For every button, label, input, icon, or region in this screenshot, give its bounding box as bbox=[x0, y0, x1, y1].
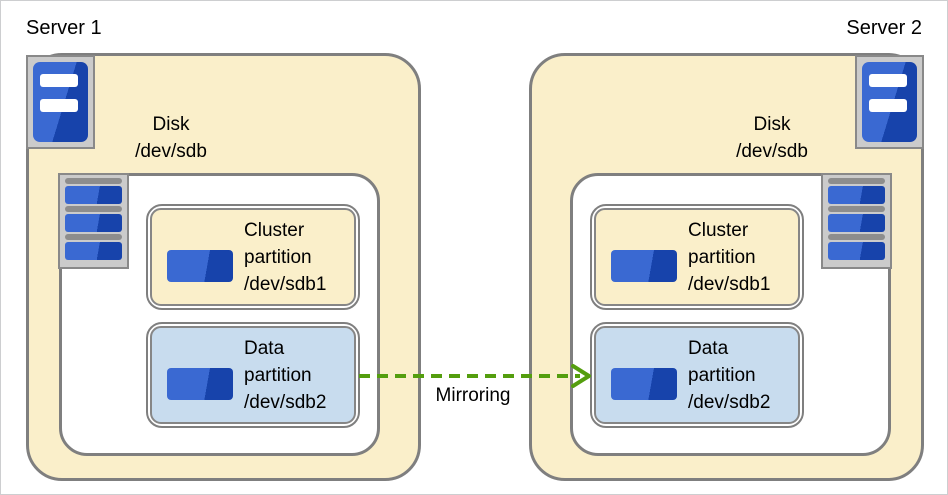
server2-label: Server 2 bbox=[846, 17, 922, 39]
disk-label-line2: /dev/sdb bbox=[736, 141, 808, 162]
cluster-partition-label: Cluster partition /dev/sdb1 bbox=[244, 219, 327, 295]
server2-data-partition-inner: Data partition /dev/sdb2 bbox=[594, 326, 800, 424]
server1-disk-label: Disk /dev/sdb bbox=[107, 111, 235, 165]
data-partition-label: Data partition /dev/sdb2 bbox=[688, 337, 771, 413]
mirroring-label: Mirroring bbox=[435, 385, 511, 406]
server1-label: Server 1 bbox=[26, 17, 102, 39]
cluster-partition-label: Cluster partition /dev/sdb1 bbox=[688, 219, 771, 295]
server2-cluster-partition-box: Cluster partition /dev/sdb1 bbox=[590, 204, 804, 310]
server2-cluster-partition-inner: Cluster partition /dev/sdb1 bbox=[594, 208, 800, 306]
disk-label-line1: Disk bbox=[753, 114, 791, 135]
server1-cluster-partition-inner: Cluster partition /dev/sdb1 bbox=[150, 208, 356, 306]
server2-data-partition-box: Data partition /dev/sdb2 bbox=[590, 322, 804, 428]
partition-icon bbox=[611, 232, 677, 282]
mirroring-arrow-icon bbox=[359, 364, 591, 388]
disk-stack-icon bbox=[821, 173, 892, 269]
server-tower-icon bbox=[855, 55, 924, 149]
data-partition-label: Data partition /dev/sdb2 bbox=[244, 337, 327, 413]
server1-data-partition-box: Data partition /dev/sdb2 bbox=[146, 322, 360, 428]
disk-label-line1: Disk bbox=[152, 114, 190, 135]
server-tower-icon bbox=[26, 55, 95, 149]
server1-cluster-partition-box: Cluster partition /dev/sdb1 bbox=[146, 204, 360, 310]
partition-icon bbox=[167, 232, 233, 282]
server1-data-partition-inner: Data partition /dev/sdb2 bbox=[150, 326, 356, 424]
disk-stack-icon bbox=[58, 173, 129, 269]
disk-label-line2: /dev/sdb bbox=[135, 141, 207, 162]
server2-disk-label: Disk /dev/sdb bbox=[708, 111, 836, 165]
partition-icon bbox=[611, 350, 677, 400]
partition-icon bbox=[167, 350, 233, 400]
